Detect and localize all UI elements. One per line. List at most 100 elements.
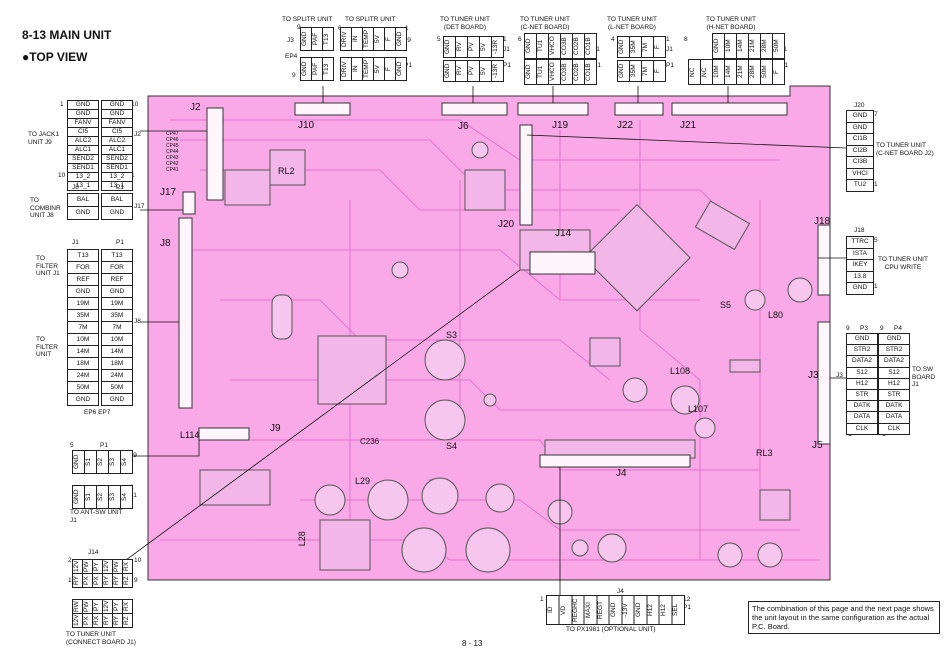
j3sw-left-pin: GND <box>847 334 877 346</box>
combinr-hdr-left: J8 <box>72 184 79 191</box>
j14-pin: PX <box>83 574 93 587</box>
lnet-bottom-pin: F <box>654 69 661 73</box>
cnet-top-pin: TU1 <box>537 34 549 58</box>
j14-pin: PW <box>83 560 93 573</box>
lnet-pin-right: 1 <box>666 36 670 43</box>
filter-left-pin: GND <box>75 396 91 403</box>
j9-bottom-pin: TEMP <box>363 58 374 80</box>
board-label-l28: L28 <box>296 531 307 547</box>
cnet-bottom-pin: CO3B <box>561 60 573 84</box>
board-label-j19: J19 <box>552 120 569 131</box>
j20-pin: VHCI <box>847 169 873 180</box>
antsw-top-pin: S3 <box>109 451 121 473</box>
caption-j14: TO TUNER UNIT (CONNECT BOARD J1) <box>66 631 136 646</box>
j14-ref: J14 <box>88 549 99 556</box>
hnet-bottom-pin: 50M <box>761 60 773 84</box>
hnet-bottom-pin: NC <box>701 60 713 84</box>
board-label-j2: J2 <box>190 102 201 113</box>
j14-pin: RY <box>113 574 123 587</box>
j9-connector-top: DRIV IN TEMP 5V F GND <box>340 27 407 51</box>
board-label-rl3: RL3 <box>756 448 773 458</box>
j2-left-pin: GND <box>68 101 98 110</box>
j3sw-right-column: GND STR2 DATA2 S12 H12 STR DATK DATA CLK <box>878 333 910 435</box>
j14-pin: PX <box>83 614 93 627</box>
caption-j20: TO TUNER UNIT (C-NET BOARD J2) <box>876 142 934 157</box>
j2-pin-bl: 10 <box>58 172 66 179</box>
j20-pin-top: 7 <box>874 111 878 118</box>
j20-pin: CI3B <box>847 157 873 169</box>
j20-ref: J20 <box>854 102 865 109</box>
hnet-connector-top: GND 10M 14M 21M 28M 50M <box>712 33 785 59</box>
j14-pin: RX <box>123 601 130 612</box>
filter-left-pin: FOR <box>68 262 98 274</box>
hnet-top-pin: 28M <box>761 34 773 58</box>
j2-right-pin: ALC1 <box>102 146 132 155</box>
j3-connector-top: GND PAF T13 <box>300 27 334 51</box>
cnet-bottom-pin: TU1 <box>537 60 549 84</box>
filter-right-pin: 10M <box>102 334 132 346</box>
j18-column: TTRC ISTA IKEY 13.8 GND <box>846 236 874 295</box>
combinr-left-pin: GND <box>75 209 91 216</box>
j18-pin: 13.8 <box>847 272 873 283</box>
j3sw-left-pin: S12 <box>847 368 877 379</box>
j9-ref: J9 <box>404 37 411 44</box>
det-bottom-pin: GND <box>444 61 456 81</box>
j2-right-pin: 13_2 <box>102 173 132 182</box>
j2-right-pin: CI5 <box>102 128 132 137</box>
filter-right-pin: 14M <box>102 346 132 358</box>
cnet-top-pin: VHCO <box>549 34 561 58</box>
cnet-top-pin: GND <box>525 34 537 58</box>
combinr-hdr-right: P1 <box>116 184 124 191</box>
j3sw-pin-9a: 9 <box>846 325 850 332</box>
combinr-right-pin: GND <box>109 209 125 216</box>
j2-left-pin: SEND1 <box>68 164 98 173</box>
filter-left-pin: 7M <box>68 322 98 334</box>
lnet-ref: J1 <box>666 46 673 53</box>
j3sw-ref: J3 <box>836 372 843 379</box>
board-label-j3: J3 <box>808 370 819 381</box>
board-label-j14: J14 <box>555 228 572 239</box>
j9-top-pin: TEMP <box>363 28 374 50</box>
cnet-top-pin: CO3B <box>561 34 573 58</box>
j3-bottom-pin: PAF <box>312 58 323 80</box>
page-title: 8-13 MAIN UNIT <box>22 28 112 42</box>
j3sw-right-pin: CLK <box>887 424 901 432</box>
j20-column: GND GND CI1B CI2B CI3B VHCI TU2 <box>846 110 874 192</box>
cnet-bottom-pin: CO2B <box>573 60 585 84</box>
filter-left-pin: 10M <box>68 334 98 346</box>
antsw-top-pin: S1 <box>85 451 97 473</box>
j2-left-pin: ALC1 <box>68 146 98 155</box>
board-label-j4: J4 <box>616 468 627 479</box>
filter-left-column: T13 FOR REF GND 19M 35M 7M 10M 14M 18M 2… <box>67 249 99 406</box>
j14-row-top2: RY PX PX RY RY RZ <box>72 573 133 588</box>
filter-right-pin: 7M <box>102 322 132 334</box>
antsw-top-pin: S2 <box>97 451 109 473</box>
antsw-pin-5: 5 <box>70 442 74 449</box>
j4-pin: ID <box>547 596 560 624</box>
lnet-top-pin: F <box>654 45 661 49</box>
j14-pin: RY <box>73 574 83 587</box>
filter-left-pin: 14M <box>68 346 98 358</box>
filter-right-pin: T13 <box>102 250 132 262</box>
j2-left-pin: GND <box>68 110 98 119</box>
j4-connector: ID VD REGHC MAXI REGT GND -13V GND H12 H… <box>546 595 685 625</box>
hnet-top-pin: 50M <box>773 39 780 53</box>
j3sw-right-pin: S12 <box>879 368 909 379</box>
j2-pin-tr: 10 <box>131 101 139 108</box>
det-pin-right: 1 <box>503 36 507 43</box>
cnet-connector-top: GND TU1 VHCO CO3B CO2B CO1B <box>524 33 597 59</box>
cp-label: CP42 <box>166 161 179 167</box>
filter-right-pin: REF <box>102 274 132 286</box>
board-label-j6: J6 <box>458 121 469 132</box>
j2-right-pin: SEND2 <box>102 155 132 164</box>
j14-pin: PY <box>93 600 103 613</box>
lnet-top-pin: GND <box>618 37 630 57</box>
det-bottom-pin: 5V <box>480 61 492 81</box>
board-label-rl2: RL2 <box>278 166 295 176</box>
j3sw-left-column: GND STR2 DATA2 S12 H12 STR DATK DATA CLK <box>846 333 878 435</box>
j14-pin: RZ <box>123 576 130 585</box>
antsw-connector-top: GND S1 S2 S3 S4 <box>72 450 133 474</box>
hnet-bottom-pin: F <box>773 70 780 74</box>
j2-right-pin: SEND1 <box>102 164 132 173</box>
j3-top-pin: GND <box>301 28 312 50</box>
